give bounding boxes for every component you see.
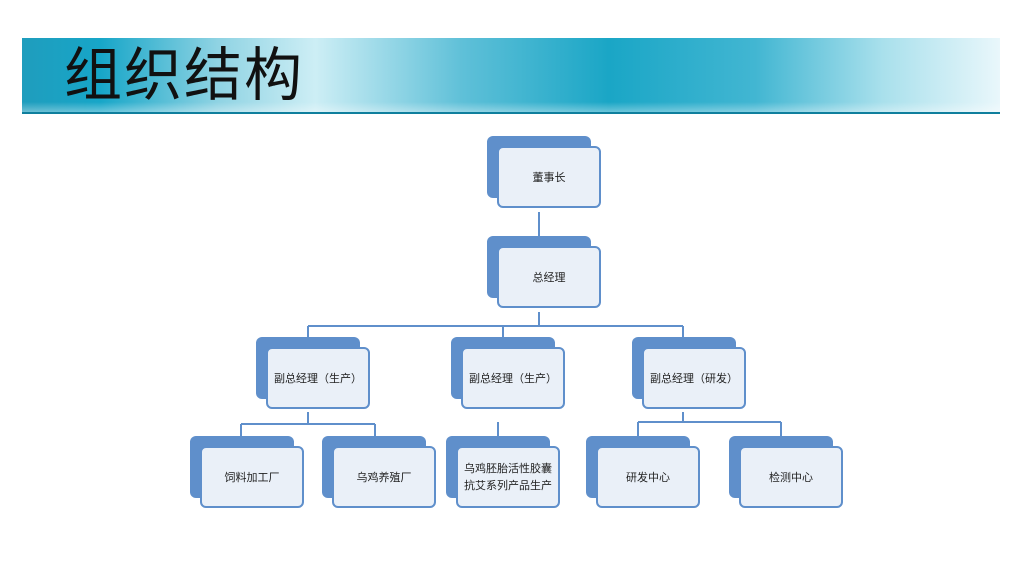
node-rd-center-label: 研发中心 [596,446,700,508]
node-vp-rd-label: 副总经理（研发） [642,347,746,409]
node-product-line-label: 乌鸡胚胎活性胶囊抗艾系列产品生产 [456,446,560,508]
node-vp-production-2-label: 副总经理（生产） [461,347,565,409]
page-title: 组织结构 [64,41,305,109]
node-vp-production-1-label: 副总经理（生产） [266,347,370,409]
node-chairman-label: 董事长 [497,146,601,208]
title-banner [22,38,1000,114]
node-chicken-farm-label: 乌鸡养殖厂 [332,446,436,508]
node-general-manager-label: 总经理 [497,246,601,308]
node-testing-center-label: 检测中心 [739,446,843,508]
node-feed-factory-label: 饲料加工厂 [200,446,304,508]
